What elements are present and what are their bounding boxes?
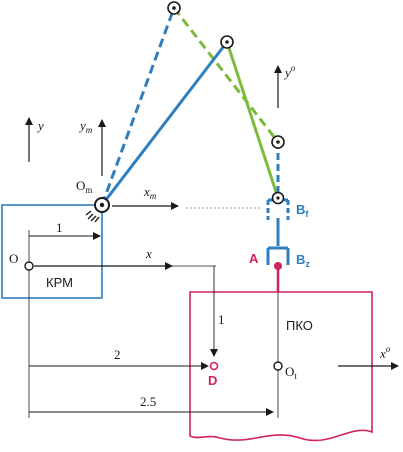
joint-top (167, 1, 181, 15)
bz-gripper (266, 246, 290, 265)
point-ot-label: Ot (285, 364, 297, 381)
dim-2-label: 2 (114, 347, 121, 362)
joint-ghost-wrist (271, 135, 285, 149)
xm-axis-label: xm (143, 184, 157, 201)
yo-axis-label: yo (283, 63, 296, 80)
dim-1-vert-label: 1 (218, 312, 225, 327)
ghost-link-2 (172, 7, 280, 143)
y-axis-label: y (36, 118, 44, 133)
point-ot (273, 361, 283, 371)
pko-box (189, 291, 373, 442)
om-label: Om (76, 178, 92, 195)
bz-label: Bz (296, 252, 310, 269)
arm-link-1 (100, 41, 229, 206)
point-a-marker (274, 262, 282, 270)
joint-wrist (271, 191, 285, 205)
kpm-label: КРМ (46, 275, 73, 290)
ghost-link-1 (100, 7, 176, 206)
dim-25-label: 2.5 (140, 394, 156, 409)
arm-link-2 (225, 41, 280, 199)
base-joint-om (85, 197, 110, 223)
dim-1-top-label: 1 (56, 220, 63, 235)
point-d-label: D (208, 373, 217, 388)
bf-label: Bf (296, 202, 309, 219)
pko-label: ПКО (286, 318, 313, 333)
point-a-label: A (249, 251, 259, 266)
x-axis-label: x (145, 246, 152, 261)
point-d (209, 361, 219, 371)
kpm-box (1, 204, 103, 299)
origin-o (24, 261, 34, 271)
joint-elbow (220, 35, 234, 49)
origin-o-label: O (9, 251, 18, 266)
xo-axis-label: xo (379, 344, 391, 361)
ym-axis-label: ym (78, 118, 93, 135)
